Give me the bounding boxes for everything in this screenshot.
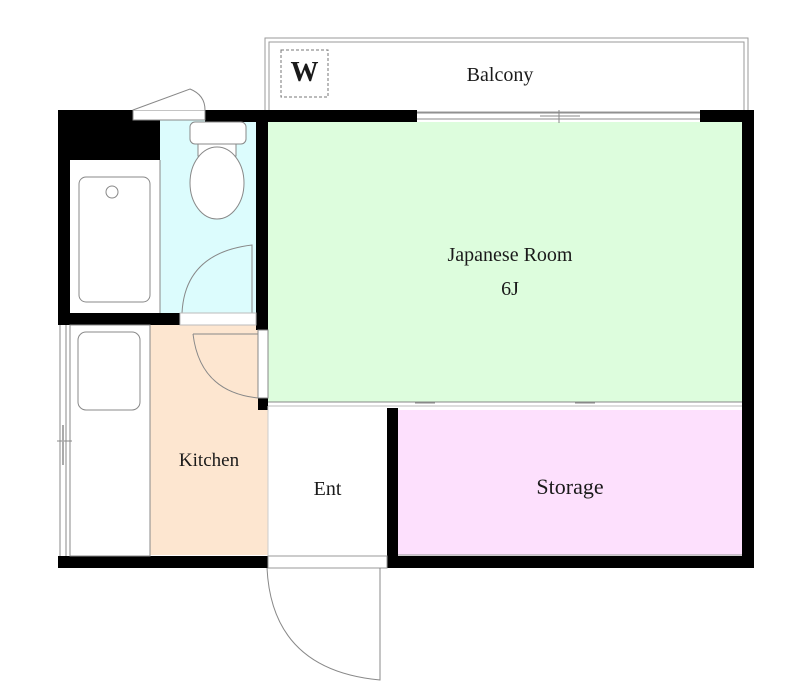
toilet-bowl (189, 146, 245, 220)
balcony-label: Balcony (466, 64, 534, 86)
storage-fill (398, 410, 742, 555)
balcony-outline (264, 37, 749, 113)
washer-label: W (290, 57, 319, 88)
japanese-room-size: 6J (501, 278, 519, 300)
storage-label: Storage (536, 474, 604, 499)
entrance-label: Ent (313, 478, 342, 500)
japanese-room-fill (268, 122, 742, 402)
washer-space (280, 49, 329, 98)
kitchen-sink (77, 331, 141, 411)
kitchen-fill (150, 325, 268, 555)
toilet-tank (189, 121, 247, 145)
japanese-room-label: Japanese Room (447, 244, 573, 266)
kitchen-label: Kitchen (178, 450, 240, 471)
entrance-door-swing (266, 567, 381, 681)
bathtub (78, 176, 151, 303)
